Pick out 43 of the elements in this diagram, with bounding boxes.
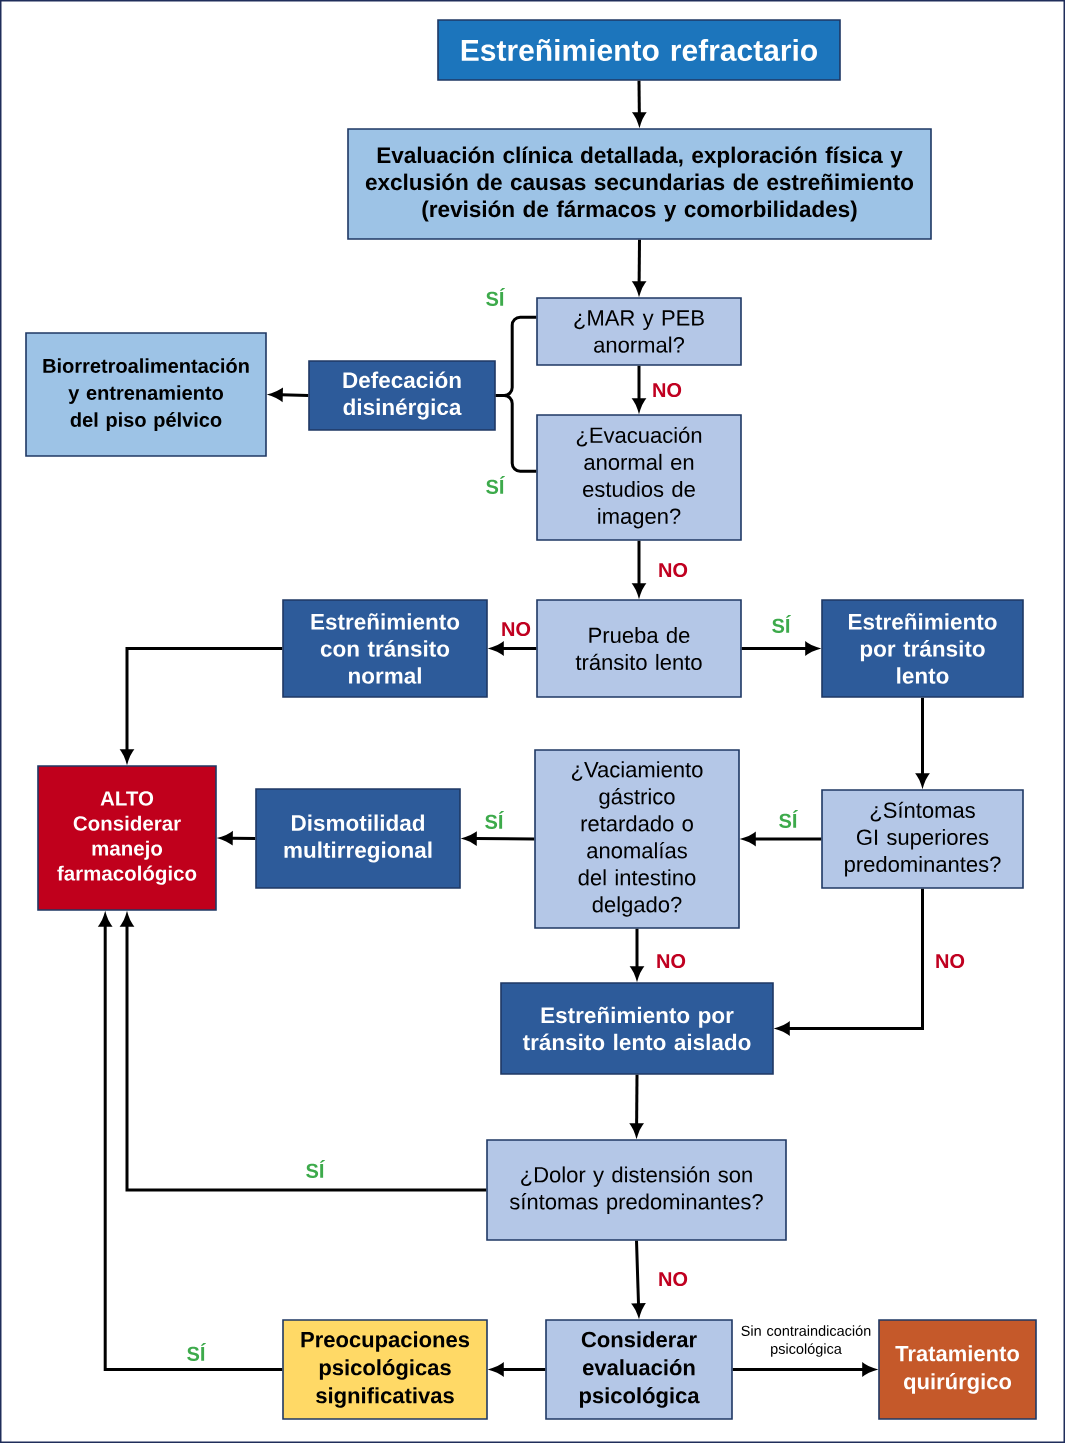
question-box: ¿Evacuación anormal en estudios de imagen? — [536, 414, 742, 541]
edge-label: NO — [651, 381, 683, 399]
edge-label: SÍ — [484, 287, 506, 307]
diagnosis-box: Estreñimiento por tránsito lento — [821, 599, 1024, 698]
arrow — [743, 832, 822, 846]
arrow — [99, 914, 283, 1371]
diagnosis-box: Estreñimiento por tránsito lento aislado — [500, 982, 774, 1075]
edge-label: NO — [657, 561, 689, 579]
diagnosis-box: Dismotilidad multirregional — [255, 788, 461, 889]
arrow — [632, 365, 646, 411]
edge-label: SÍ — [304, 1159, 326, 1179]
question-box: ¿Vaciamiento gástrico retardado o anomalías del intestino delgado? — [534, 749, 740, 929]
question-box: ¿MAR y PEB anormal? — [536, 297, 742, 366]
warning-box: Preocupaciones psicológicas significativas — [282, 1319, 488, 1420]
edge-label: NO — [500, 620, 532, 638]
stop-box: ALTO Considerar manejo farmacológico — [37, 765, 217, 911]
arrow — [630, 928, 644, 979]
edge-label: SÍ — [777, 809, 799, 829]
process-box: Considerar evaluación psicológica — [545, 1319, 733, 1420]
diagnosis-box: Defecación disinérgica — [308, 360, 496, 431]
edge-label: NO — [934, 952, 966, 970]
test-box: Prueba de tránsito lento — [536, 599, 742, 698]
question-box: ¿Síntomas GI superiores predominantes? — [821, 789, 1024, 889]
edge-label: SÍ — [185, 1342, 207, 1362]
edge-label: Sin contraindicación psicológica — [736, 1324, 876, 1358]
arrow — [632, 1240, 645, 1316]
edge-label: SÍ — [484, 475, 506, 495]
diagnosis-box: Estreñimiento con tránsito normal — [282, 599, 488, 698]
treatment-box: Tratamiento quirúrgico — [878, 1319, 1037, 1420]
start-box: Estreñimiento refractario — [437, 19, 841, 81]
question-box: ¿Dolor y distensión son síntomas predominantes? — [486, 1139, 787, 1241]
brace-line — [495, 394, 537, 473]
edge-label: NO — [657, 1270, 689, 1288]
arrow — [220, 832, 256, 845]
arrow — [120, 647, 283, 762]
arrow — [633, 239, 646, 294]
edge-label: NO — [655, 952, 687, 970]
process-box: Evaluación clínica detallada, exploración física y exclusión de causas secundarias de estreñimiento (revisión de fármacos y comorbilidades) — [347, 128, 932, 240]
edge-label: SÍ — [770, 614, 792, 634]
arrow — [120, 914, 487, 1192]
arrow — [632, 540, 646, 596]
edge-label: SÍ — [483, 810, 505, 830]
therapy-box: Biorretroalimentación y entrenamiento del piso pélvico — [25, 332, 267, 457]
